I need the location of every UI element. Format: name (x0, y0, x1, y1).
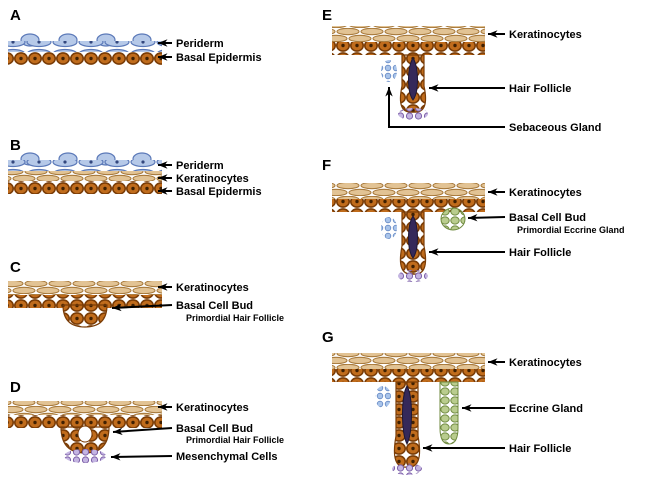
label-primordial-hair-follicle: Primordial Hair Follicle (186, 313, 284, 323)
dermal-papilla-cells (398, 270, 428, 282)
panel-g: G Keratinocytes Eccrine Gland Hair Folli… (322, 329, 583, 475)
arrow-basal-cell-bud (467, 214, 506, 222)
eccrine-gland-bud (440, 207, 466, 231)
panel-f: F Keratinocytes Basal Cell Bud Primordia… (322, 157, 625, 282)
keratinocyte-layer (332, 353, 485, 369)
label-basal-epidermis: Basal Epidermis (176, 52, 262, 64)
panel-a-letter: A (10, 7, 21, 24)
bud-inner-cavity (77, 425, 93, 443)
basal-epidermis-layer (332, 369, 485, 382)
keratinocyte-layer (332, 183, 485, 199)
panel-d-letter: D (10, 379, 21, 396)
keratinocyte-layer (332, 26, 485, 42)
label-keratinocytes: Keratinocytes (176, 402, 249, 414)
label-hair-follicle: Hair Follicle (509, 443, 571, 455)
panel-g-letter: G (322, 329, 334, 346)
eccrine-gland (439, 381, 459, 445)
label-basal-cell-bud: Basal Cell Bud (176, 423, 253, 435)
label-periderm: Periderm (176, 38, 224, 50)
label-keratinocytes: Keratinocytes (509, 29, 582, 41)
panel-e: E Keratinocytes Hair Follicle Sebaceous … (322, 7, 601, 134)
panel-e-letter: E (322, 7, 332, 24)
label-eccrine-gland: Eccrine Gland (509, 403, 583, 415)
periderm-layer (8, 33, 162, 52)
label-periderm: Periderm (176, 160, 224, 172)
label-primordial-hair-follicle: Primordial Hair Follicle (186, 435, 284, 445)
arrow-mesenchymal-cells (110, 453, 173, 461)
hair-shaft (402, 385, 412, 446)
panel-a: A Periderm Basal Epidermis (8, 7, 262, 65)
label-basal-cell-bud: Basal Cell Bud (176, 300, 253, 312)
label-primordial-eccrine-gland: Primordial Eccrine Gland (517, 225, 625, 235)
sebaceous-gland-cells (381, 217, 397, 239)
label-keratinocytes: Keratinocytes (176, 173, 249, 185)
panel-d: D Keratinocytes Basal Cell Bud Primordia… (8, 379, 284, 463)
label-hair-follicle: Hair Follicle (509, 247, 571, 259)
mesenchymal-cells (64, 449, 106, 463)
basal-epidermis-layer (8, 52, 162, 65)
panel-c: C Keratinocytes Basal Cell Bud Primordia… (8, 259, 284, 328)
hair-shaft (408, 215, 418, 259)
periderm-layer (8, 152, 162, 171)
panel-c-letter: C (10, 259, 21, 276)
keratinocyte-layer (8, 281, 162, 295)
basal-epidermis-layer (8, 181, 162, 194)
panel-f-letter: F (322, 157, 331, 174)
arrow-sebaceous-gland (385, 87, 505, 128)
label-basal-cell-bud: Basal Cell Bud (509, 212, 586, 224)
label-keratinocytes: Keratinocytes (509, 357, 582, 369)
basal-epidermis-layer (8, 415, 162, 428)
panel-b: B Periderm Keratinocytes Basal Epidermis (8, 137, 262, 198)
label-basal-epidermis: Basal Epidermis (176, 186, 262, 198)
label-keratinocytes: Keratinocytes (176, 282, 249, 294)
label-hair-follicle: Hair Follicle (509, 83, 571, 95)
dermal-papilla-cells (398, 108, 428, 120)
basal-cell-bud (62, 304, 108, 328)
dermal-papilla-cells (392, 463, 422, 475)
arrow-basal-cell-bud (111, 303, 173, 312)
basal-epidermis-layer (8, 295, 162, 308)
sebaceous-gland-cells (375, 386, 391, 408)
label-mesenchymal-cells: Mesenchymal Cells (176, 451, 278, 463)
keratinocyte-layer (8, 171, 162, 181)
basal-epidermis-layer (332, 42, 485, 55)
arrow-basal-cell-bud (112, 427, 173, 436)
hair-shaft (408, 57, 418, 101)
sebaceous-gland-cells (381, 60, 397, 82)
label-keratinocytes: Keratinocytes (509, 187, 582, 199)
label-sebaceous-gland: Sebaceous Gland (509, 122, 601, 134)
panel-b-letter: B (10, 137, 21, 154)
basal-epidermis-layer (332, 199, 485, 212)
keratinocyte-layer (8, 401, 162, 415)
